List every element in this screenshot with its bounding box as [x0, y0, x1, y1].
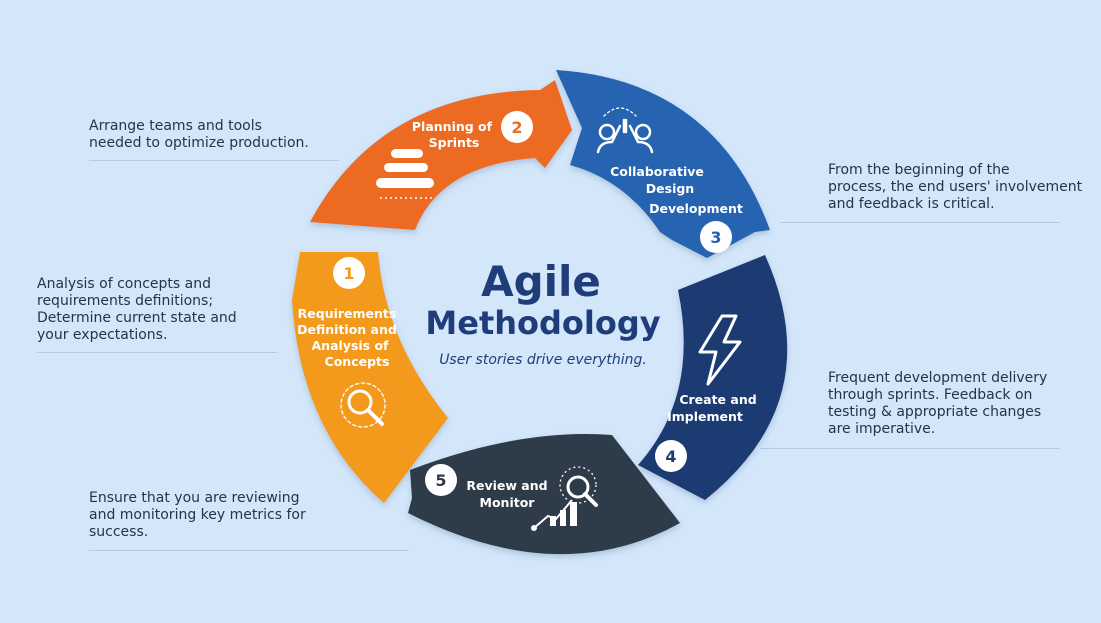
note-review: Ensure that you are reviewing and monito… [89, 490, 306, 541]
lightning-bolt-icon [698, 314, 742, 386]
divider [780, 222, 1060, 223]
note-requirements-line-3: Determine current state and [37, 310, 237, 326]
step-badge-4: 4 [655, 440, 687, 472]
divider [37, 352, 277, 353]
step-label-1-line-1: Requirements [298, 306, 397, 321]
center-tagline: User stories drive everything. [439, 352, 647, 368]
note-planning-line-2: needed to optimize production. [89, 135, 309, 151]
segment-requirements [292, 252, 448, 503]
step-label-1: Requirements Definition and Analysis of … [297, 306, 397, 369]
segment-design [556, 70, 770, 258]
segment-review [408, 434, 680, 555]
step-label-5-line-2: Monitor [480, 495, 536, 510]
note-planning: Arrange teams and tools needed to optimi… [89, 118, 309, 152]
note-implement-line-2: through sprints. Feedback on [828, 387, 1033, 403]
step-number-1: 1 [343, 264, 354, 283]
note-implement-line-3: testing & appropriate changes [828, 404, 1042, 420]
stack-layers-icon [376, 149, 434, 199]
divider [89, 550, 409, 551]
note-planning-line-1: Arrange teams and tools [89, 118, 262, 134]
analytics-chart-icon [531, 466, 598, 531]
step-label-3-line-1: Collaborative [610, 164, 704, 179]
step-number-2: 2 [511, 118, 522, 137]
step-label-4-line-1: Create and [679, 392, 756, 407]
step-label-3-line-3: Development [649, 201, 743, 216]
note-implement-line-4: are imperative. [828, 421, 936, 437]
high-five-team-icon [596, 107, 654, 154]
step-label-5: Review and Monitor [466, 478, 547, 510]
step-label-2-line-2: Sprints [429, 135, 480, 150]
step-badge-5: 5 [425, 464, 457, 496]
title-agile: Agile [481, 257, 601, 306]
step-label-4-line-2: Implement [667, 409, 743, 424]
note-implement: Frequent development delivery through sp… [828, 370, 1047, 438]
magnifier-icon [340, 382, 386, 428]
step-label-3: Collaborative Design Development [610, 164, 743, 216]
step-label-1-line-3: Analysis of [312, 338, 390, 353]
step-label-4: Create and Implement [667, 392, 757, 424]
note-design-line-1: From the beginning of the [828, 162, 1010, 178]
step-badge-2: 2 [501, 111, 533, 143]
note-requirements: Analysis of concepts and requirements de… [37, 276, 237, 344]
divider [760, 448, 1060, 449]
segment-planning [310, 80, 572, 230]
note-design-line-2: process, the end users' involvement [828, 179, 1083, 195]
note-review-line-1: Ensure that you are reviewing [89, 490, 300, 506]
note-requirements-line-2: requirements definitions; [37, 293, 214, 309]
note-requirements-line-4: your expectations. [37, 327, 168, 343]
step-label-2: Planning of Sprints [412, 119, 493, 150]
note-review-line-3: success. [89, 524, 149, 540]
step-number-3: 3 [710, 228, 721, 247]
step-number-4: 4 [665, 447, 676, 466]
step-label-3-line-2: Design [646, 181, 694, 196]
divider [89, 160, 339, 161]
step-badge-1: 1 [333, 257, 365, 289]
step-badge-3: 3 [700, 221, 732, 253]
step-label-2-line-1: Planning of [412, 119, 493, 134]
note-review-line-2: and monitoring key metrics for [89, 507, 306, 523]
step-number-5: 5 [435, 471, 446, 490]
step-label-1-line-2: Definition and [297, 322, 397, 337]
center-title: Agile Methodology User stories drive eve… [425, 257, 660, 368]
note-implement-line-1: Frequent development delivery [828, 370, 1048, 386]
note-design: From the beginning of the process, the e… [828, 162, 1082, 213]
title-methodology: Methodology [425, 304, 660, 342]
step-label-5-line-1: Review and [466, 478, 547, 493]
step-label-1-line-4: Concepts [325, 354, 390, 369]
note-design-line-3: and feedback is critical. [828, 196, 995, 212]
note-requirements-line-1: Analysis of concepts and [37, 276, 211, 292]
